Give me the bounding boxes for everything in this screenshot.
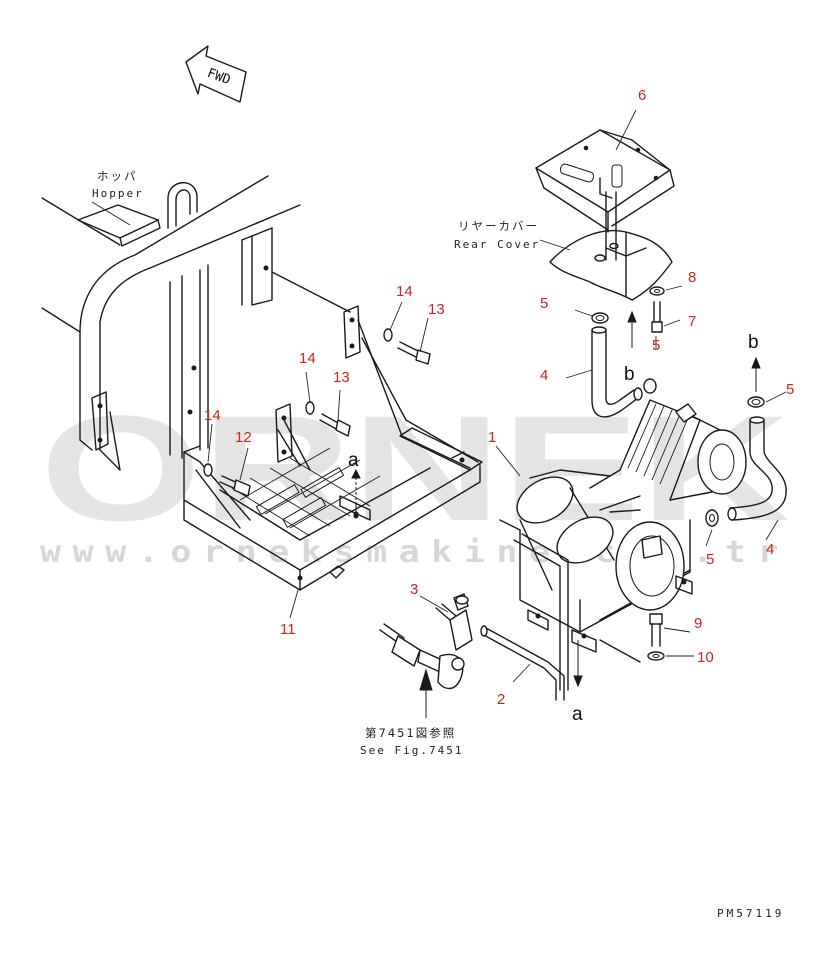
drawing-code: PM57119 xyxy=(717,907,784,920)
fitting-see-fig xyxy=(379,623,465,718)
ref-a-bottom: a xyxy=(572,704,583,725)
support-bracket-right xyxy=(271,271,483,471)
bolt-7 xyxy=(651,301,663,333)
part-number-14-lower: 14 xyxy=(204,407,221,424)
part-number-8: 8 xyxy=(688,269,696,286)
valve-3 xyxy=(435,593,473,651)
part-number-13-upper: 13 xyxy=(428,301,445,318)
part-number-4-right: 4 xyxy=(766,541,774,558)
part-number-6: 6 xyxy=(638,87,646,104)
part-number-2: 2 xyxy=(497,691,505,708)
platform xyxy=(183,445,481,591)
part-number-14-middle: 14 xyxy=(299,350,316,367)
part-number-9: 9 xyxy=(694,615,702,632)
ref-b-left: b xyxy=(624,364,635,385)
bolt-12 xyxy=(203,463,251,497)
hopper-frame xyxy=(41,175,301,471)
rear-cover xyxy=(535,129,675,301)
hopper-label-en: Hopper xyxy=(92,187,144,200)
see-fig-label-en: See Fig.7451 xyxy=(360,744,463,757)
rear-cover-label-jp: リヤーカバー xyxy=(458,219,539,233)
ref-a-bottom-arrow xyxy=(573,640,583,688)
arrow-up-center xyxy=(627,310,637,348)
part-number-4-left: 4 xyxy=(540,367,548,384)
washer-8 xyxy=(649,286,665,296)
part-number-14-upper: 14 xyxy=(396,283,413,300)
support-bracket-left xyxy=(275,403,311,471)
part-numbers: 6 1 2 3 4 4 5 5 5 5 7 8 9 10 11 12 13 13… xyxy=(204,87,794,708)
part-number-7: 7 xyxy=(688,313,696,330)
leader-lines xyxy=(207,109,787,683)
part-number-1: 1 xyxy=(488,429,496,446)
washer-10 xyxy=(647,651,665,661)
clamp-5-right xyxy=(747,396,765,408)
ref-a-top-arrow xyxy=(351,468,361,519)
part-number-5-right: 5 xyxy=(786,381,794,398)
part-number-3: 3 xyxy=(410,581,418,598)
pipe-2 xyxy=(480,625,565,701)
ref-a-top: a xyxy=(348,450,359,471)
clamp-5-upper xyxy=(591,312,609,324)
ref-b-right: b xyxy=(748,332,759,353)
hose-4-right xyxy=(727,416,787,521)
hopper-label-jp: ホッパ xyxy=(97,169,138,183)
watermark-brand: ORNEK xyxy=(40,384,790,552)
hose-4-left xyxy=(591,326,643,418)
fwd-arrow: FWD xyxy=(185,45,247,103)
ref-b-right-arrow xyxy=(751,356,761,392)
part-number-12: 12 xyxy=(235,429,252,446)
part-number-10: 10 xyxy=(697,649,714,666)
clamp-5-lower xyxy=(705,509,719,527)
compressor-assembly xyxy=(499,399,747,691)
part-number-5-lower: 5 xyxy=(706,551,714,568)
part-number-11: 11 xyxy=(280,621,296,638)
see-fig-label-jp: 第7451図参照 xyxy=(365,726,456,740)
part-number-5-upper: 5 xyxy=(540,295,548,312)
reference-letters: a a b b xyxy=(348,332,759,725)
part-number-13-lower: 13 xyxy=(333,369,350,386)
bolt-9 xyxy=(649,613,663,647)
part-number-5-center: 5 xyxy=(652,337,660,354)
bolt-13-upper xyxy=(383,328,431,365)
clamp-near-b xyxy=(643,378,657,394)
rear-cover-label-en: Rear Cover xyxy=(454,238,540,251)
